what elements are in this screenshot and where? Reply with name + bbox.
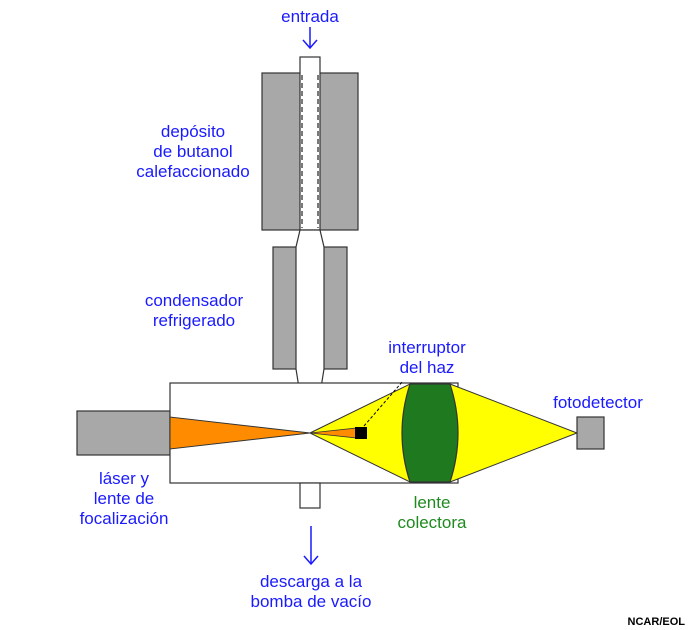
exhaust-label-line1: descarga a la — [260, 572, 363, 591]
laser-label-line3: focalización — [80, 509, 169, 528]
lens-label-line1: lente — [414, 493, 451, 512]
arrow-down-icon — [303, 526, 319, 566]
reservoir-label-line1: depósito — [161, 122, 225, 141]
credit-label: NCAR/EOL — [628, 616, 686, 628]
lens-label-line2: colectora — [398, 513, 468, 532]
laser-housing — [76, 410, 171, 456]
inlet-tube — [299, 56, 321, 231]
arrow-down-icon — [302, 27, 318, 50]
exhaust-tube — [299, 482, 321, 509]
photodetector-label: fotodetector — [553, 393, 643, 412]
laser-beam — [169, 416, 311, 450]
photodetector — [576, 416, 605, 450]
condenser-label-line1: condensador — [145, 291, 244, 310]
reservoir-label-line3: calefaccionado — [136, 162, 249, 181]
condenser-label-line2: refrigerado — [153, 311, 235, 330]
beam-stop-label-line2: del haz — [400, 358, 455, 377]
laser-label-line2: lente de — [94, 489, 155, 508]
beam-stop — [355, 427, 367, 439]
reservoir-label-line2: de butanol — [153, 142, 232, 161]
exhaust-label-line2: bomba de vacío — [251, 592, 372, 611]
beam-stop-label-line1: interruptor — [388, 338, 466, 357]
inlet-label: entrada — [281, 7, 339, 26]
collecting-lens — [401, 383, 459, 483]
laser-label-line1: láser y — [99, 469, 150, 488]
